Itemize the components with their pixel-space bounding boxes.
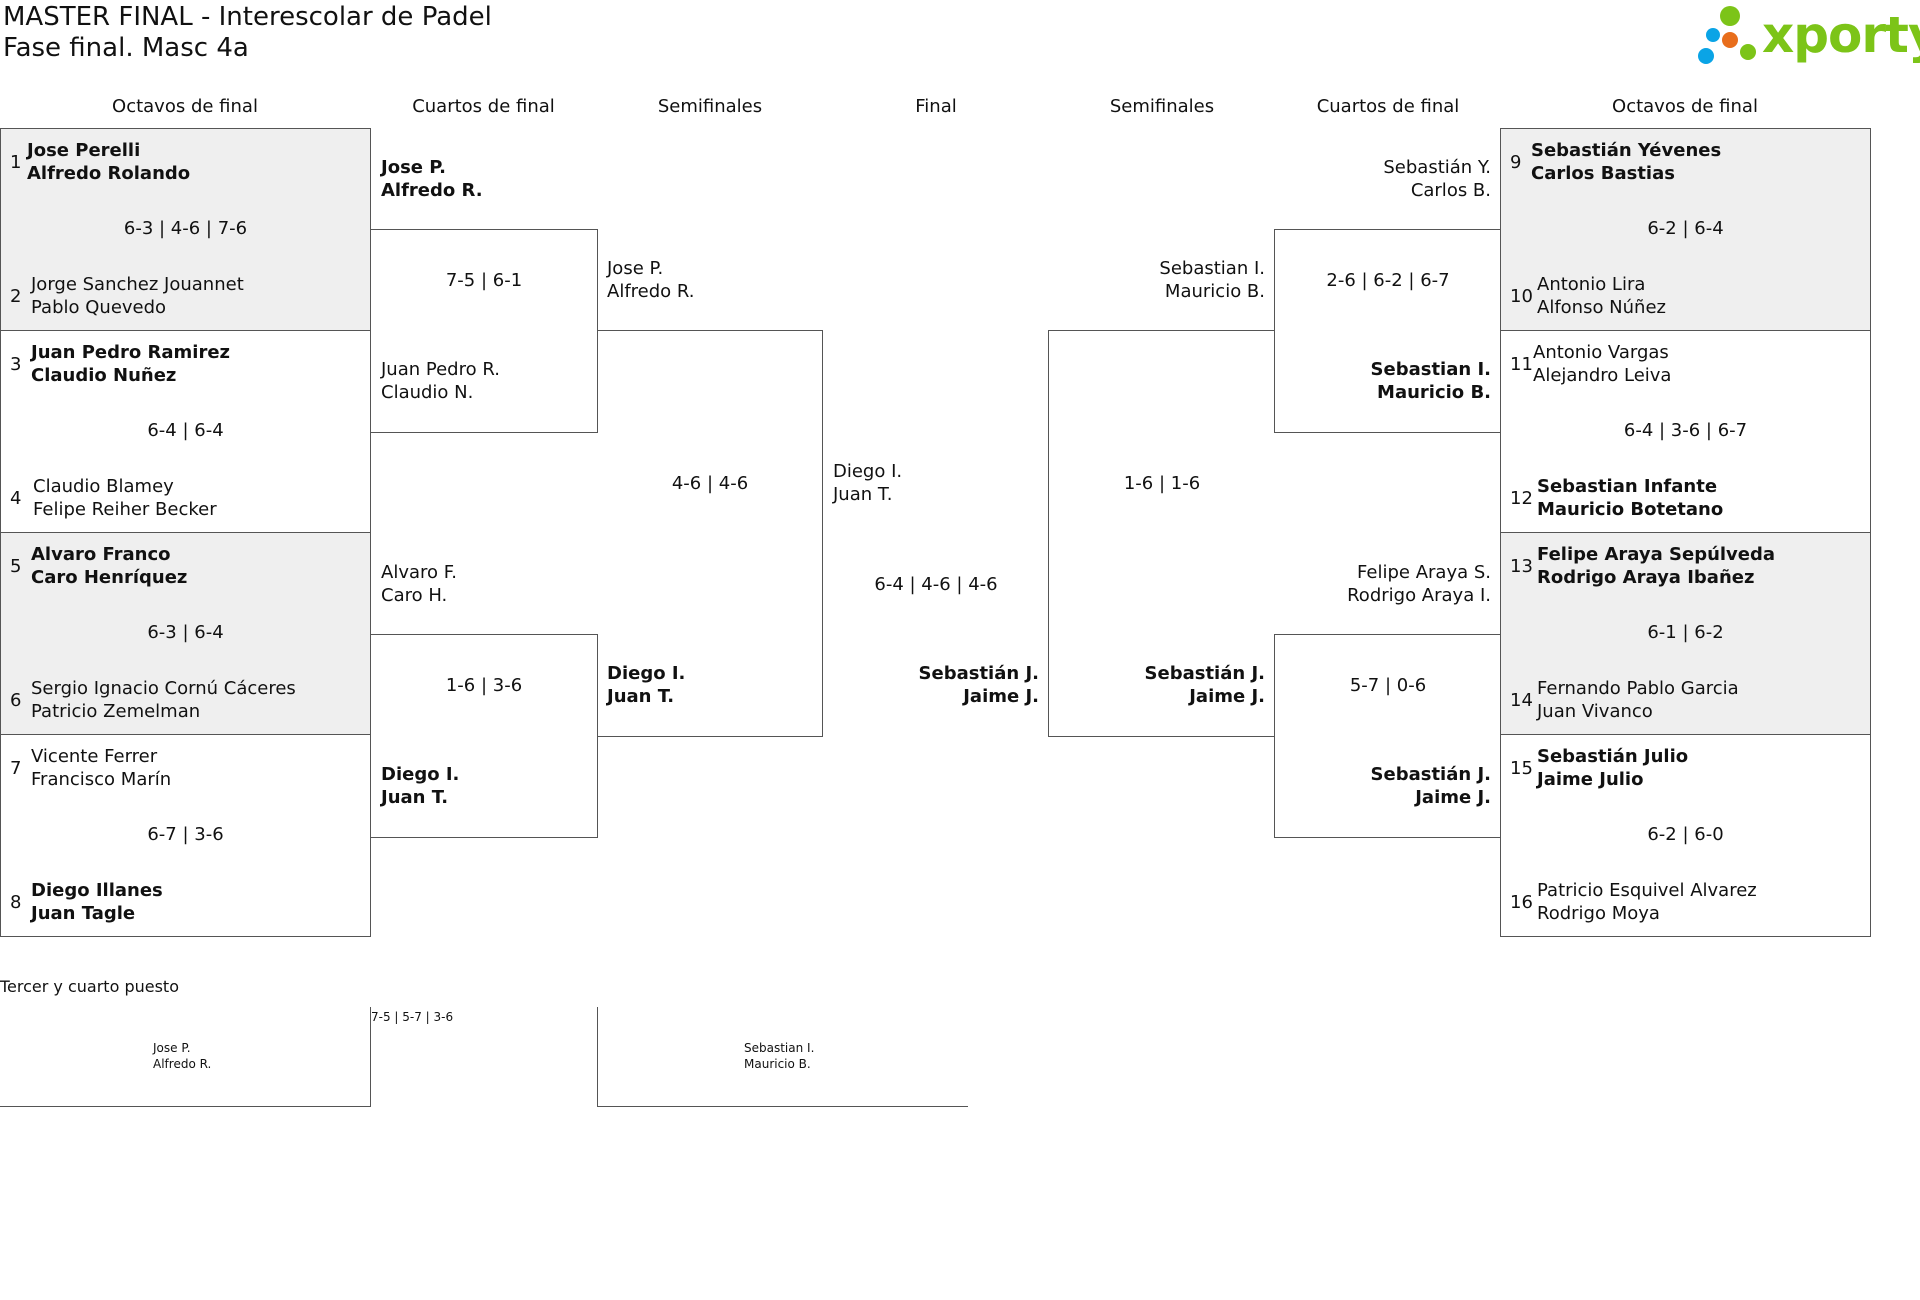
logo-dot-green2-icon: [1740, 44, 1756, 60]
match-score: 5-7 | 0-6: [1349, 675, 1427, 696]
match-l16-3: [0, 532, 371, 735]
logo-dot-orange-icon: [1722, 32, 1738, 48]
header-right-r16: Octavos de final: [1612, 96, 1758, 117]
match-score: 6-2 | 6-4: [1647, 218, 1724, 239]
third-place-divider-right: [597, 1007, 598, 1107]
match-l16-4: [0, 734, 371, 937]
third-place-underline-right: [597, 1106, 968, 1107]
match-score: 2-6 | 6-2 | 6-7: [1326, 270, 1450, 291]
third-place-team-b: Sebastian I.Mauricio B.: [744, 1041, 815, 1071]
page-title: MASTER FINAL - Interescolar de Padel Fas…: [3, 2, 492, 64]
match-score: 6-7 | 3-6: [147, 824, 224, 845]
team-winner: Diego I.Juan T.: [607, 663, 686, 707]
final-team-b-winner: Sebastián J.Jaime J.: [918, 663, 1039, 707]
seed-number: 6: [10, 690, 22, 711]
match-r16-4: [1500, 734, 1871, 937]
team-winner: Diego I.Juan T.: [381, 764, 460, 808]
seed-number: 10: [1510, 286, 1533, 307]
team-loser: Sebastián Y.Carlos B.: [1383, 157, 1491, 201]
match-score: 4-6 | 4-6: [671, 473, 749, 494]
header-left-sf: Semifinales: [657, 96, 763, 117]
match-score: 6-3 | 4-6 | 7-6: [123, 218, 248, 239]
match-score: 6-2 | 6-0: [1647, 824, 1724, 845]
team-winner: Sebastián J.Jaime J.: [1144, 663, 1265, 707]
seed-number: 2: [10, 286, 22, 307]
match-r16-1: [1500, 128, 1871, 331]
seed-number: 5: [10, 556, 22, 577]
seed-number: 14: [1510, 690, 1533, 711]
title-line-1: MASTER FINAL - Interescolar de Padel: [3, 2, 492, 32]
seed-number: 7: [10, 758, 22, 779]
final-score: 6-4 | 4-6 | 4-6: [874, 574, 998, 595]
match-r16-3: [1500, 532, 1871, 735]
seed-number: 12: [1510, 488, 1533, 509]
final-team-a: Diego I.Juan T.: [833, 461, 903, 505]
third-place-divider-left: [370, 1007, 371, 1107]
match-score: 6-4 | 3-6 | 6-7: [1623, 420, 1748, 441]
team-winner: Sebastian I.Mauricio B.: [1370, 359, 1491, 403]
logo-text: xporty: [1762, 6, 1920, 64]
team-loser: Juan Pedro R.Claudio N.: [381, 359, 500, 403]
match-score: 1-6 | 1-6: [1123, 473, 1201, 494]
bracket-r-qf-2: [1274, 634, 1501, 838]
team-loser: Alvaro F.Caro H.: [381, 562, 457, 606]
header-final: Final: [915, 96, 957, 117]
match-score: 6-3 | 6-4: [147, 622, 224, 643]
seed-number: 16: [1510, 892, 1533, 913]
xporty-logo: xporty: [1698, 0, 1920, 70]
seed-number: 13: [1510, 556, 1533, 577]
header-right-sf: Semifinales: [1109, 96, 1215, 117]
match-score: 7-5 | 6-1: [445, 270, 523, 291]
third-place-score: 7-5 | 5-7 | 3-6: [371, 1010, 454, 1024]
title-line-2: Fase final. Masc 4a: [3, 33, 249, 63]
header-left-qf: Cuartos de final: [412, 96, 555, 117]
team-loser: Jose P.Alfredo R.: [607, 258, 695, 302]
match-score: 6-4 | 6-4: [147, 420, 224, 441]
match-l16-1: [0, 128, 371, 331]
match-score: 1-6 | 3-6: [445, 675, 523, 696]
header-right-qf: Cuartos de final: [1316, 96, 1460, 117]
seed-number: 11: [1510, 354, 1533, 375]
team-loser: Sebastian I.Mauricio B.: [1159, 258, 1265, 302]
logo-dot-green-icon: [1720, 6, 1740, 26]
seed-number: 15: [1510, 758, 1533, 779]
bracket-r-sf: [1048, 330, 1275, 737]
bracket-l-sf: [597, 330, 823, 737]
seed-number: 1: [10, 152, 22, 173]
third-place-title: Tercer y cuarto puesto: [0, 977, 179, 996]
team-winner: Jose P.Alfredo R.: [381, 157, 483, 201]
bracket-l-qf-1: [370, 229, 598, 433]
team-loser: Felipe Araya S.Rodrigo Araya I.: [1347, 562, 1491, 606]
seed-number: 8: [10, 892, 22, 913]
header-left-r16: Octavos de final: [112, 96, 258, 117]
third-place-underline-left: [0, 1106, 371, 1107]
logo-dot-blue-icon: [1706, 28, 1720, 42]
team-winner: Sebastián J.Jaime J.: [1370, 764, 1491, 808]
seed-number: 9: [1510, 152, 1522, 173]
seed-number: 4: [10, 488, 22, 509]
third-place-team-a: Jose P.Alfredo R.: [153, 1041, 212, 1071]
bracket-r-qf-1: [1274, 229, 1501, 433]
logo-dot-blue2-icon: [1698, 48, 1714, 64]
seed-number: 3: [10, 354, 22, 375]
match-score: 6-1 | 6-2: [1647, 622, 1724, 643]
